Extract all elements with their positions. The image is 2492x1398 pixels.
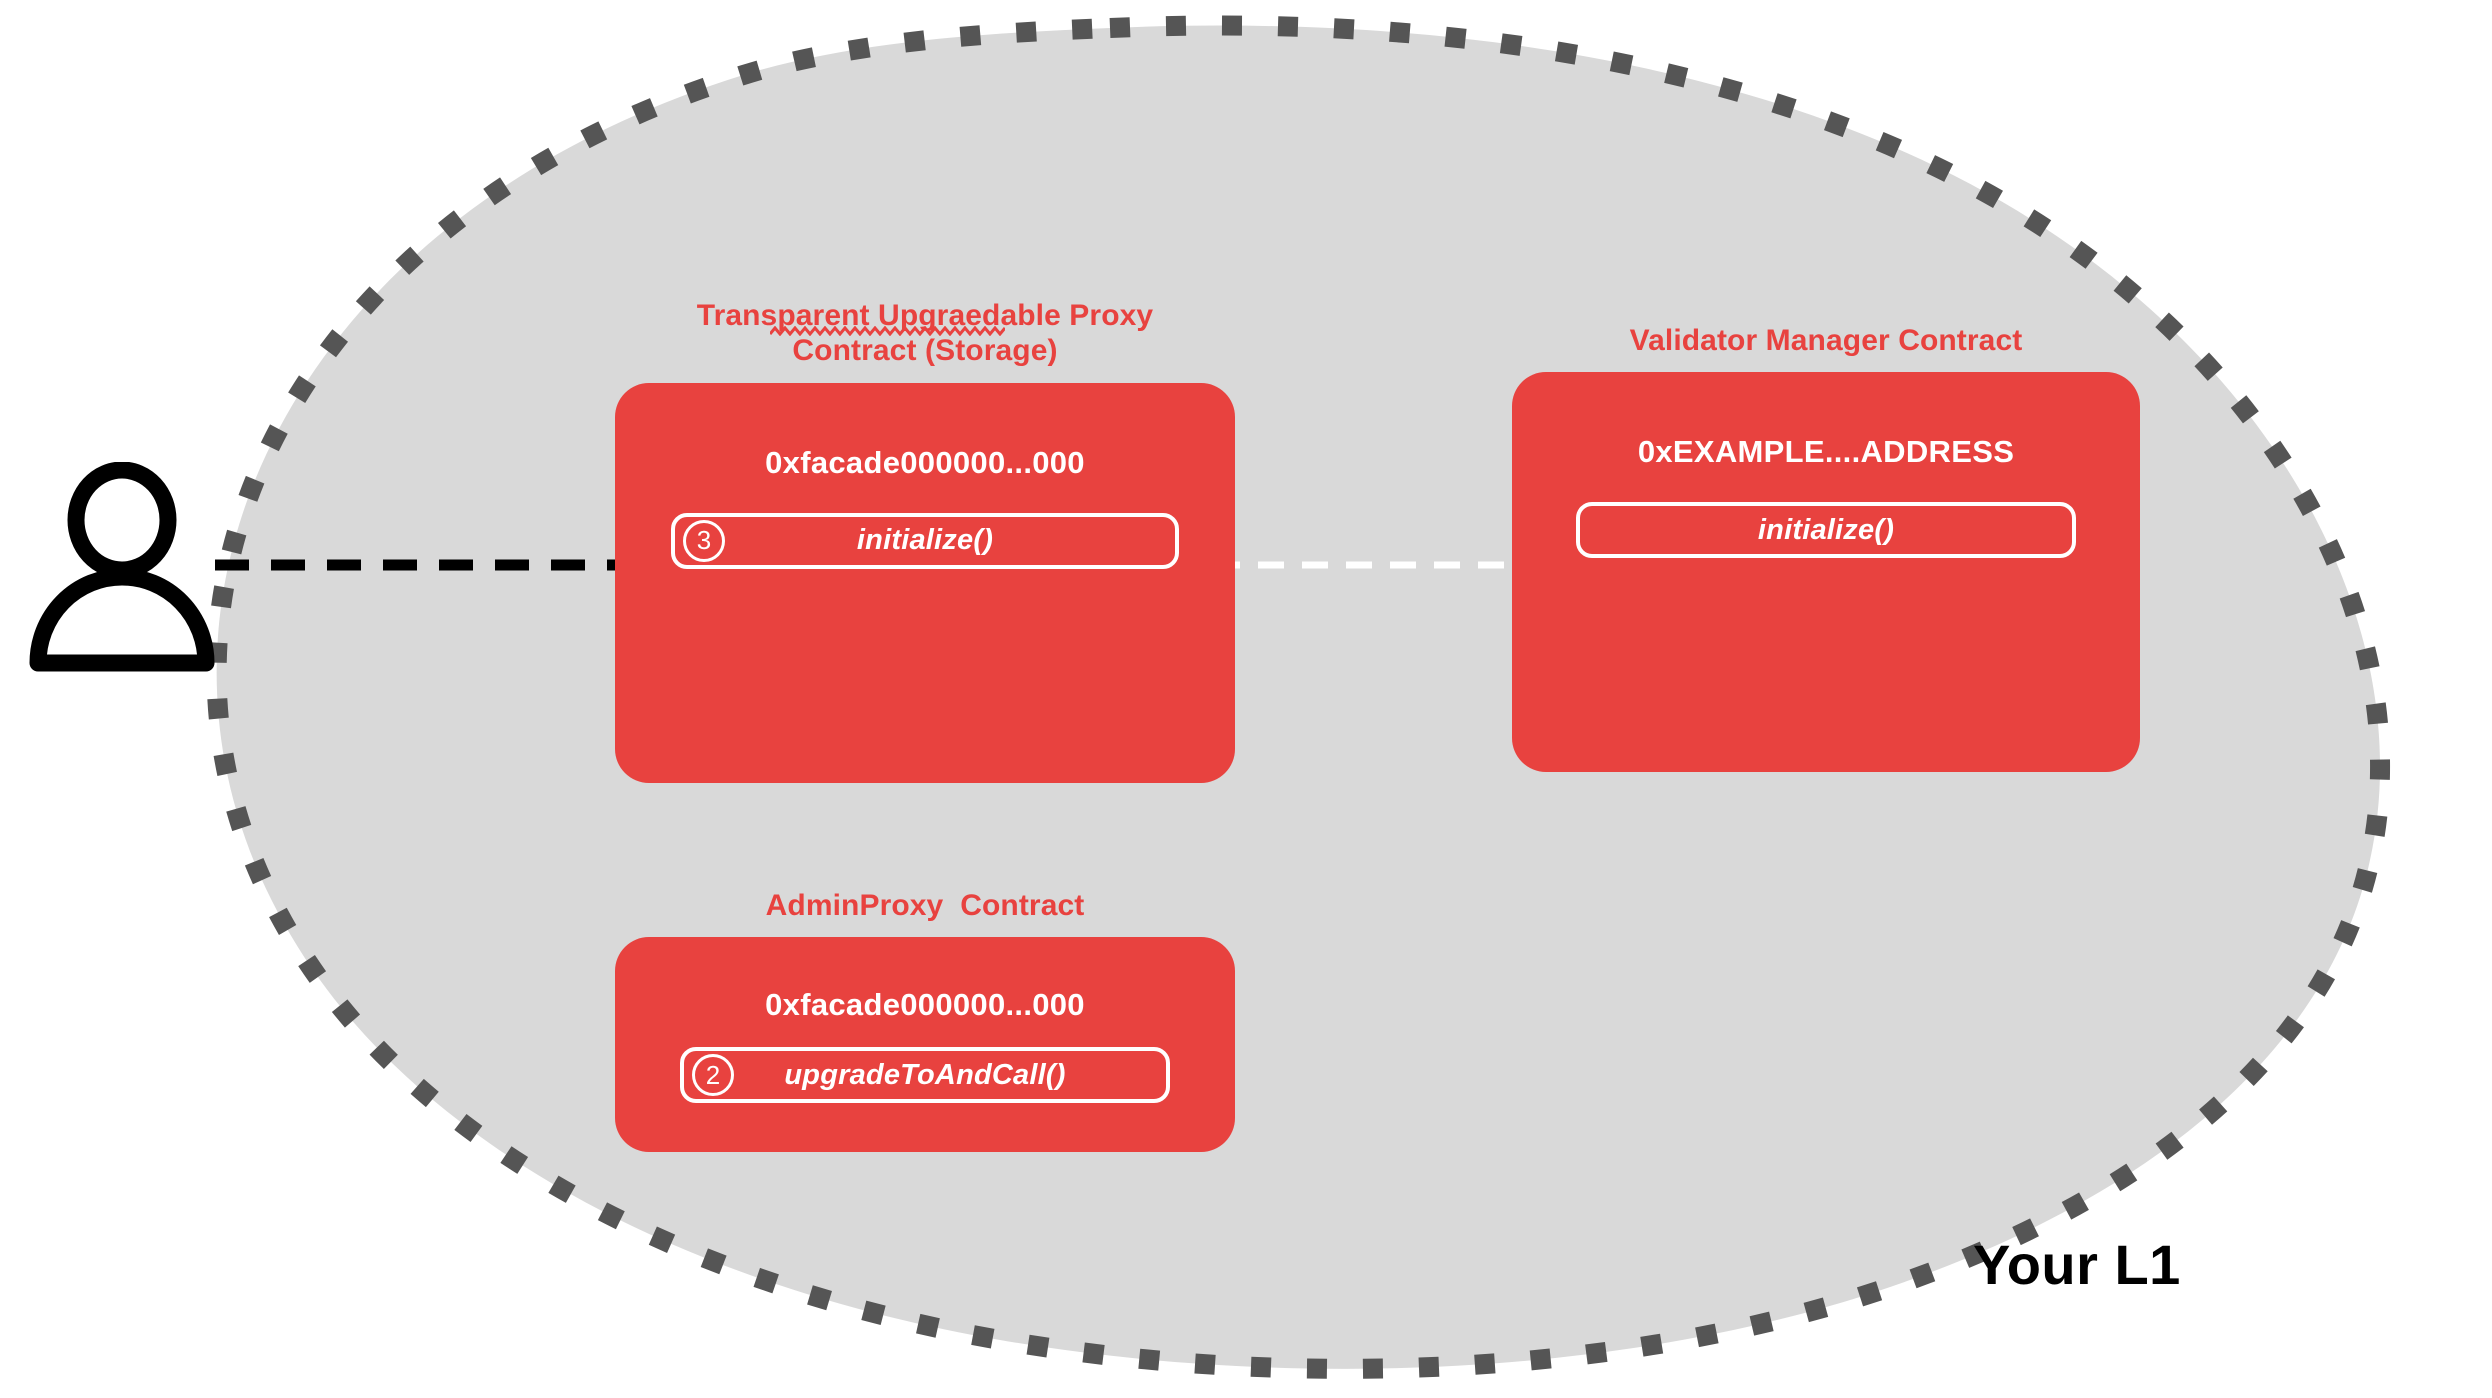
method-label-initialize: initialize() (1757, 513, 1895, 546)
contract-address-validator-manager: 0xEXAMPLE....ADDRESS (1637, 434, 2015, 470)
method-button-initialize-proxy[interactable]: 3 initialize() (671, 512, 1179, 569)
method-label-upgrade-to-and-call: upgradeToAndCall() (784, 1058, 1066, 1091)
contract-group-admin-proxy: AdminProxy Contract 0xfacade000000...000… (615, 888, 1235, 1153)
contract-title-transparent-upgradeable-proxy: Transparent Upgraedable Proxy Contract (… (696, 299, 1154, 368)
spellcheck-squiggle-icon (770, 326, 1005, 336)
contract-box-validator-manager[interactable]: 0xEXAMPLE....ADDRESS initialize() (1512, 372, 2140, 773)
contract-title-validator-manager: Validator Manager Contract (1629, 324, 2023, 357)
contract-group-transparent-upgradeable-proxy: Transparent Upgraedable Proxy Contract (… (615, 298, 1235, 783)
person-head-icon (67, 462, 177, 579)
user-person-icon (29, 462, 215, 672)
method-button-upgrade-to-and-call[interactable]: 2 upgradeToAndCall() (680, 1047, 1170, 1104)
contract-address-admin-proxy: 0xfacade000000...000 (765, 987, 1085, 1023)
contract-address-transparent-upgradeable-proxy: 0xfacade000000...000 (765, 444, 1085, 480)
contract-group-validator-manager: Validator Manager Contract 0xEXAMPLE....… (1512, 323, 2140, 773)
method-label-initialize: initialize() (856, 524, 994, 557)
step-badge-3: 3 (683, 519, 725, 562)
person-body-icon (29, 568, 215, 672)
contract-title-admin-proxy: AdminProxy Contract (765, 889, 1085, 922)
contract-box-admin-proxy[interactable]: 0xfacade000000...000 2 upgradeToAndCall(… (615, 937, 1235, 1153)
contract-box-transparent-upgradeable-proxy[interactable]: 0xfacade000000...000 3 initialize() (615, 382, 1235, 783)
region-label-your-l1: Your L1 (1973, 1233, 2181, 1296)
method-button-initialize-manager[interactable]: initialize() (1576, 502, 2076, 559)
step-badge-2: 2 (692, 1054, 734, 1097)
